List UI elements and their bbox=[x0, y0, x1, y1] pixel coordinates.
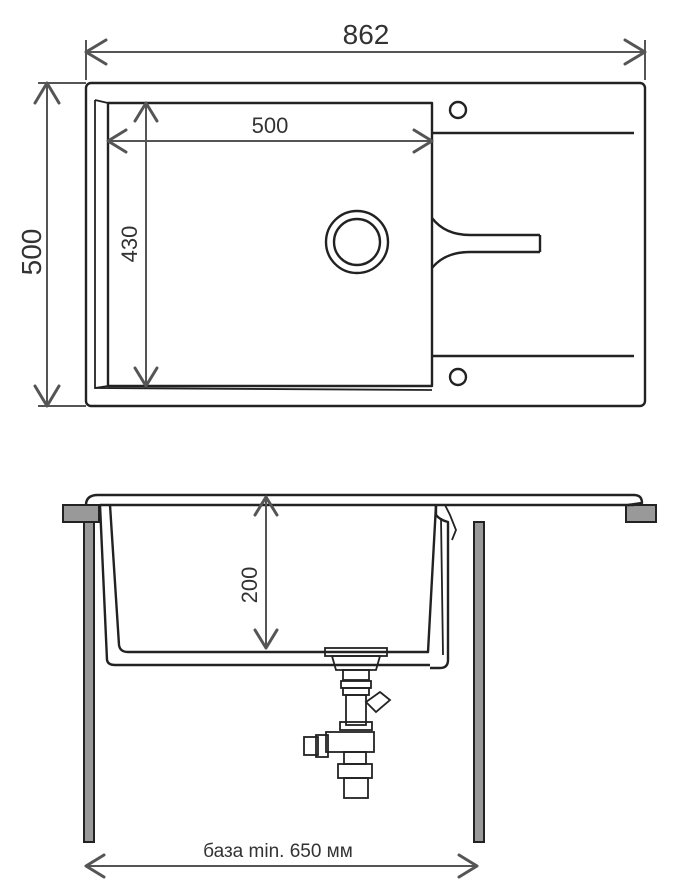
overall-depth-dimension: 500 bbox=[16, 81, 86, 408]
top-view: 862 500 bbox=[16, 19, 647, 408]
countertop-left bbox=[62, 504, 100, 523]
side-view: 200 база min. 650 мм bbox=[62, 493, 657, 879]
overall-width-dimension: 862 bbox=[84, 19, 647, 80]
drain-icon bbox=[324, 209, 390, 275]
bowl-height-label: 200 bbox=[237, 567, 262, 604]
bowl-depth-dimension: 430 bbox=[117, 101, 159, 388]
bowl-outline bbox=[94, 99, 434, 391]
drainboard bbox=[431, 131, 634, 358]
countertop-right bbox=[625, 504, 657, 523]
overall-depth-label: 500 bbox=[16, 229, 47, 276]
cabinet-wall-left bbox=[83, 521, 95, 843]
overall-width-label: 862 bbox=[343, 19, 390, 50]
bowl-width-dimension: 500 bbox=[106, 113, 434, 154]
sink-profile bbox=[84, 493, 644, 670]
tap-hole-bottom-icon bbox=[448, 367, 468, 387]
base-width-dimension: база min. 650 мм bbox=[84, 841, 479, 879]
tap-hole-top-icon bbox=[448, 100, 468, 120]
cabinet-wall-right bbox=[473, 521, 485, 843]
bowl-depth-label: 430 bbox=[117, 226, 142, 263]
bowl-width-label: 500 bbox=[252, 113, 289, 138]
siphon-icon bbox=[303, 647, 392, 799]
bowl-height-dimension: 200 bbox=[237, 495, 279, 650]
sink-outer-outline bbox=[84, 81, 647, 408]
base-width-label: база min. 650 мм bbox=[203, 841, 353, 862]
